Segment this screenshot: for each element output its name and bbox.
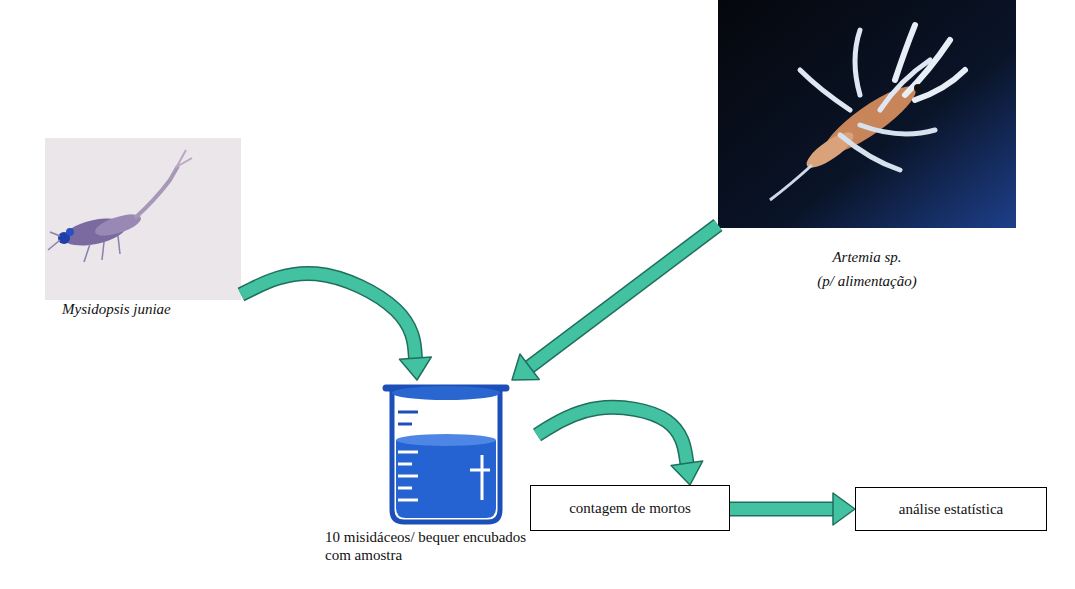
arrow-head	[512, 354, 539, 380]
arrow-shaft	[730, 503, 835, 515]
arrow-outline	[241, 273, 416, 360]
arrow-outline	[528, 225, 718, 368]
mysid-photo	[45, 138, 241, 300]
arrow-shaft	[537, 407, 687, 465]
arrow-outline	[537, 407, 687, 465]
box-label: análise estatística	[899, 500, 1004, 518]
image-area	[718, 0, 1016, 245]
image-area	[45, 138, 241, 300]
flow-arrow	[241, 273, 431, 380]
flow-arrow	[512, 225, 718, 380]
arrow-shaft	[241, 273, 416, 360]
caption-text: Mysidopsis juniae	[45, 300, 241, 320]
flow-arrow	[730, 493, 855, 525]
caption-text: Artemia sp.	[718, 245, 1016, 269]
caption-text: 10 misidáceos/ bequer encubados com amos…	[322, 528, 537, 564]
artemia-photo	[718, 0, 1016, 228]
box-label: contagem de mortos	[569, 499, 691, 517]
arrow-outline	[730, 502, 835, 517]
arrow-shaft	[528, 225, 718, 368]
species-photo: Mysidopsis juniae	[45, 138, 241, 320]
caption-text: (p/ alimentação)	[718, 269, 1016, 293]
image-area	[322, 380, 537, 528]
arrow-head	[399, 357, 431, 380]
process-box: análise estatística	[855, 487, 1047, 531]
arrow-head	[833, 493, 855, 525]
beaker-node: 10 misidáceos/ bequer encubados com amos…	[322, 380, 537, 564]
species-photo: Artemia sp.(p/ alimentação)	[718, 0, 1016, 293]
arrow-head	[671, 461, 703, 485]
process-box: contagem de mortos	[530, 485, 730, 531]
beaker-icon	[386, 386, 506, 522]
flow-arrow	[537, 407, 703, 485]
